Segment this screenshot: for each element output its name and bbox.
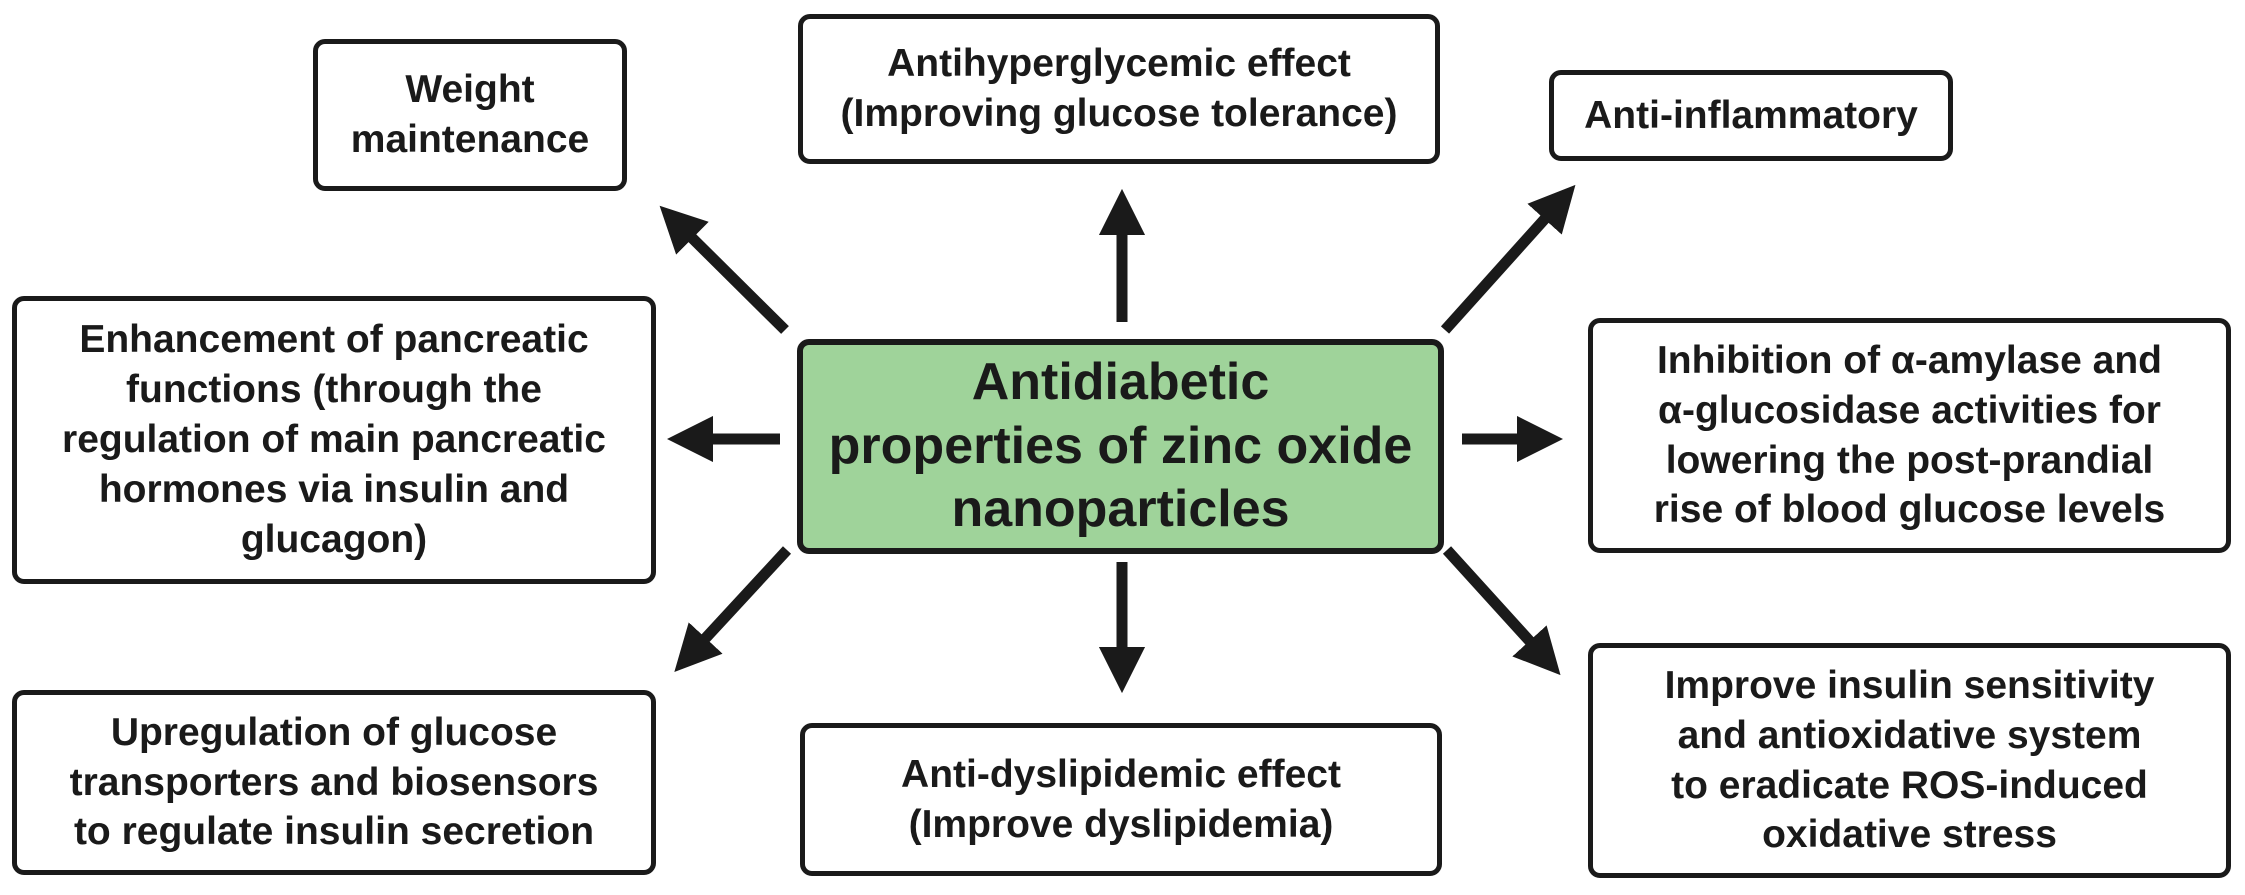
node-anti-inflammatory-label: Anti-inflammatory xyxy=(1584,93,1918,137)
node-weight-maintenance: Weight maintenance xyxy=(313,39,627,191)
node-glucose-transporters: Upregulation of glucose transporters and… xyxy=(12,690,656,875)
central-node: Antidiabetic properties of zinc oxide na… xyxy=(797,339,1444,554)
arrow-to-weight xyxy=(659,205,789,334)
node-pancreatic-functions-label: Enhancement of pancreatic functions (thr… xyxy=(62,318,606,561)
arrow-to-insulin-sensitivity xyxy=(1442,546,1561,676)
node-antihyperglycemic: Antihyperglycemic effect (Improving gluc… xyxy=(798,14,1440,164)
node-enzyme-inhibition: Inhibition of α-amylase and α-glucosidas… xyxy=(1588,318,2231,553)
node-antihyperglycemic-label: Antihyperglycemic effect (Improving gluc… xyxy=(840,42,1398,135)
arrow-to-anti-inflammatory xyxy=(1440,184,1576,334)
central-node-label: Antidiabetic properties of zinc oxide na… xyxy=(828,353,1413,539)
node-weight-maintenance-label: Weight maintenance xyxy=(350,68,590,161)
node-insulin-sensitivity-label: Improve insulin sensitivity and antioxid… xyxy=(1664,663,2155,857)
node-glucose-transporters-label: Upregulation of glucose transporters and… xyxy=(69,710,599,854)
node-enzyme-inhibition-label: Inhibition of α-amylase and α-glucosidas… xyxy=(1653,338,2166,532)
node-pancreatic-functions: Enhancement of pancreatic functions (thr… xyxy=(12,296,656,584)
arrow-to-transporters xyxy=(674,546,792,672)
node-insulin-sensitivity: Improve insulin sensitivity and antioxid… xyxy=(1588,643,2231,878)
node-anti-dyslipidemic: Anti-dyslipidemic effect (Improve dyslip… xyxy=(800,723,1442,876)
node-anti-dyslipidemic-label: Anti-dyslipidemic effect (Improve dyslip… xyxy=(901,752,1341,846)
node-anti-inflammatory: Anti-inflammatory xyxy=(1549,70,1953,161)
